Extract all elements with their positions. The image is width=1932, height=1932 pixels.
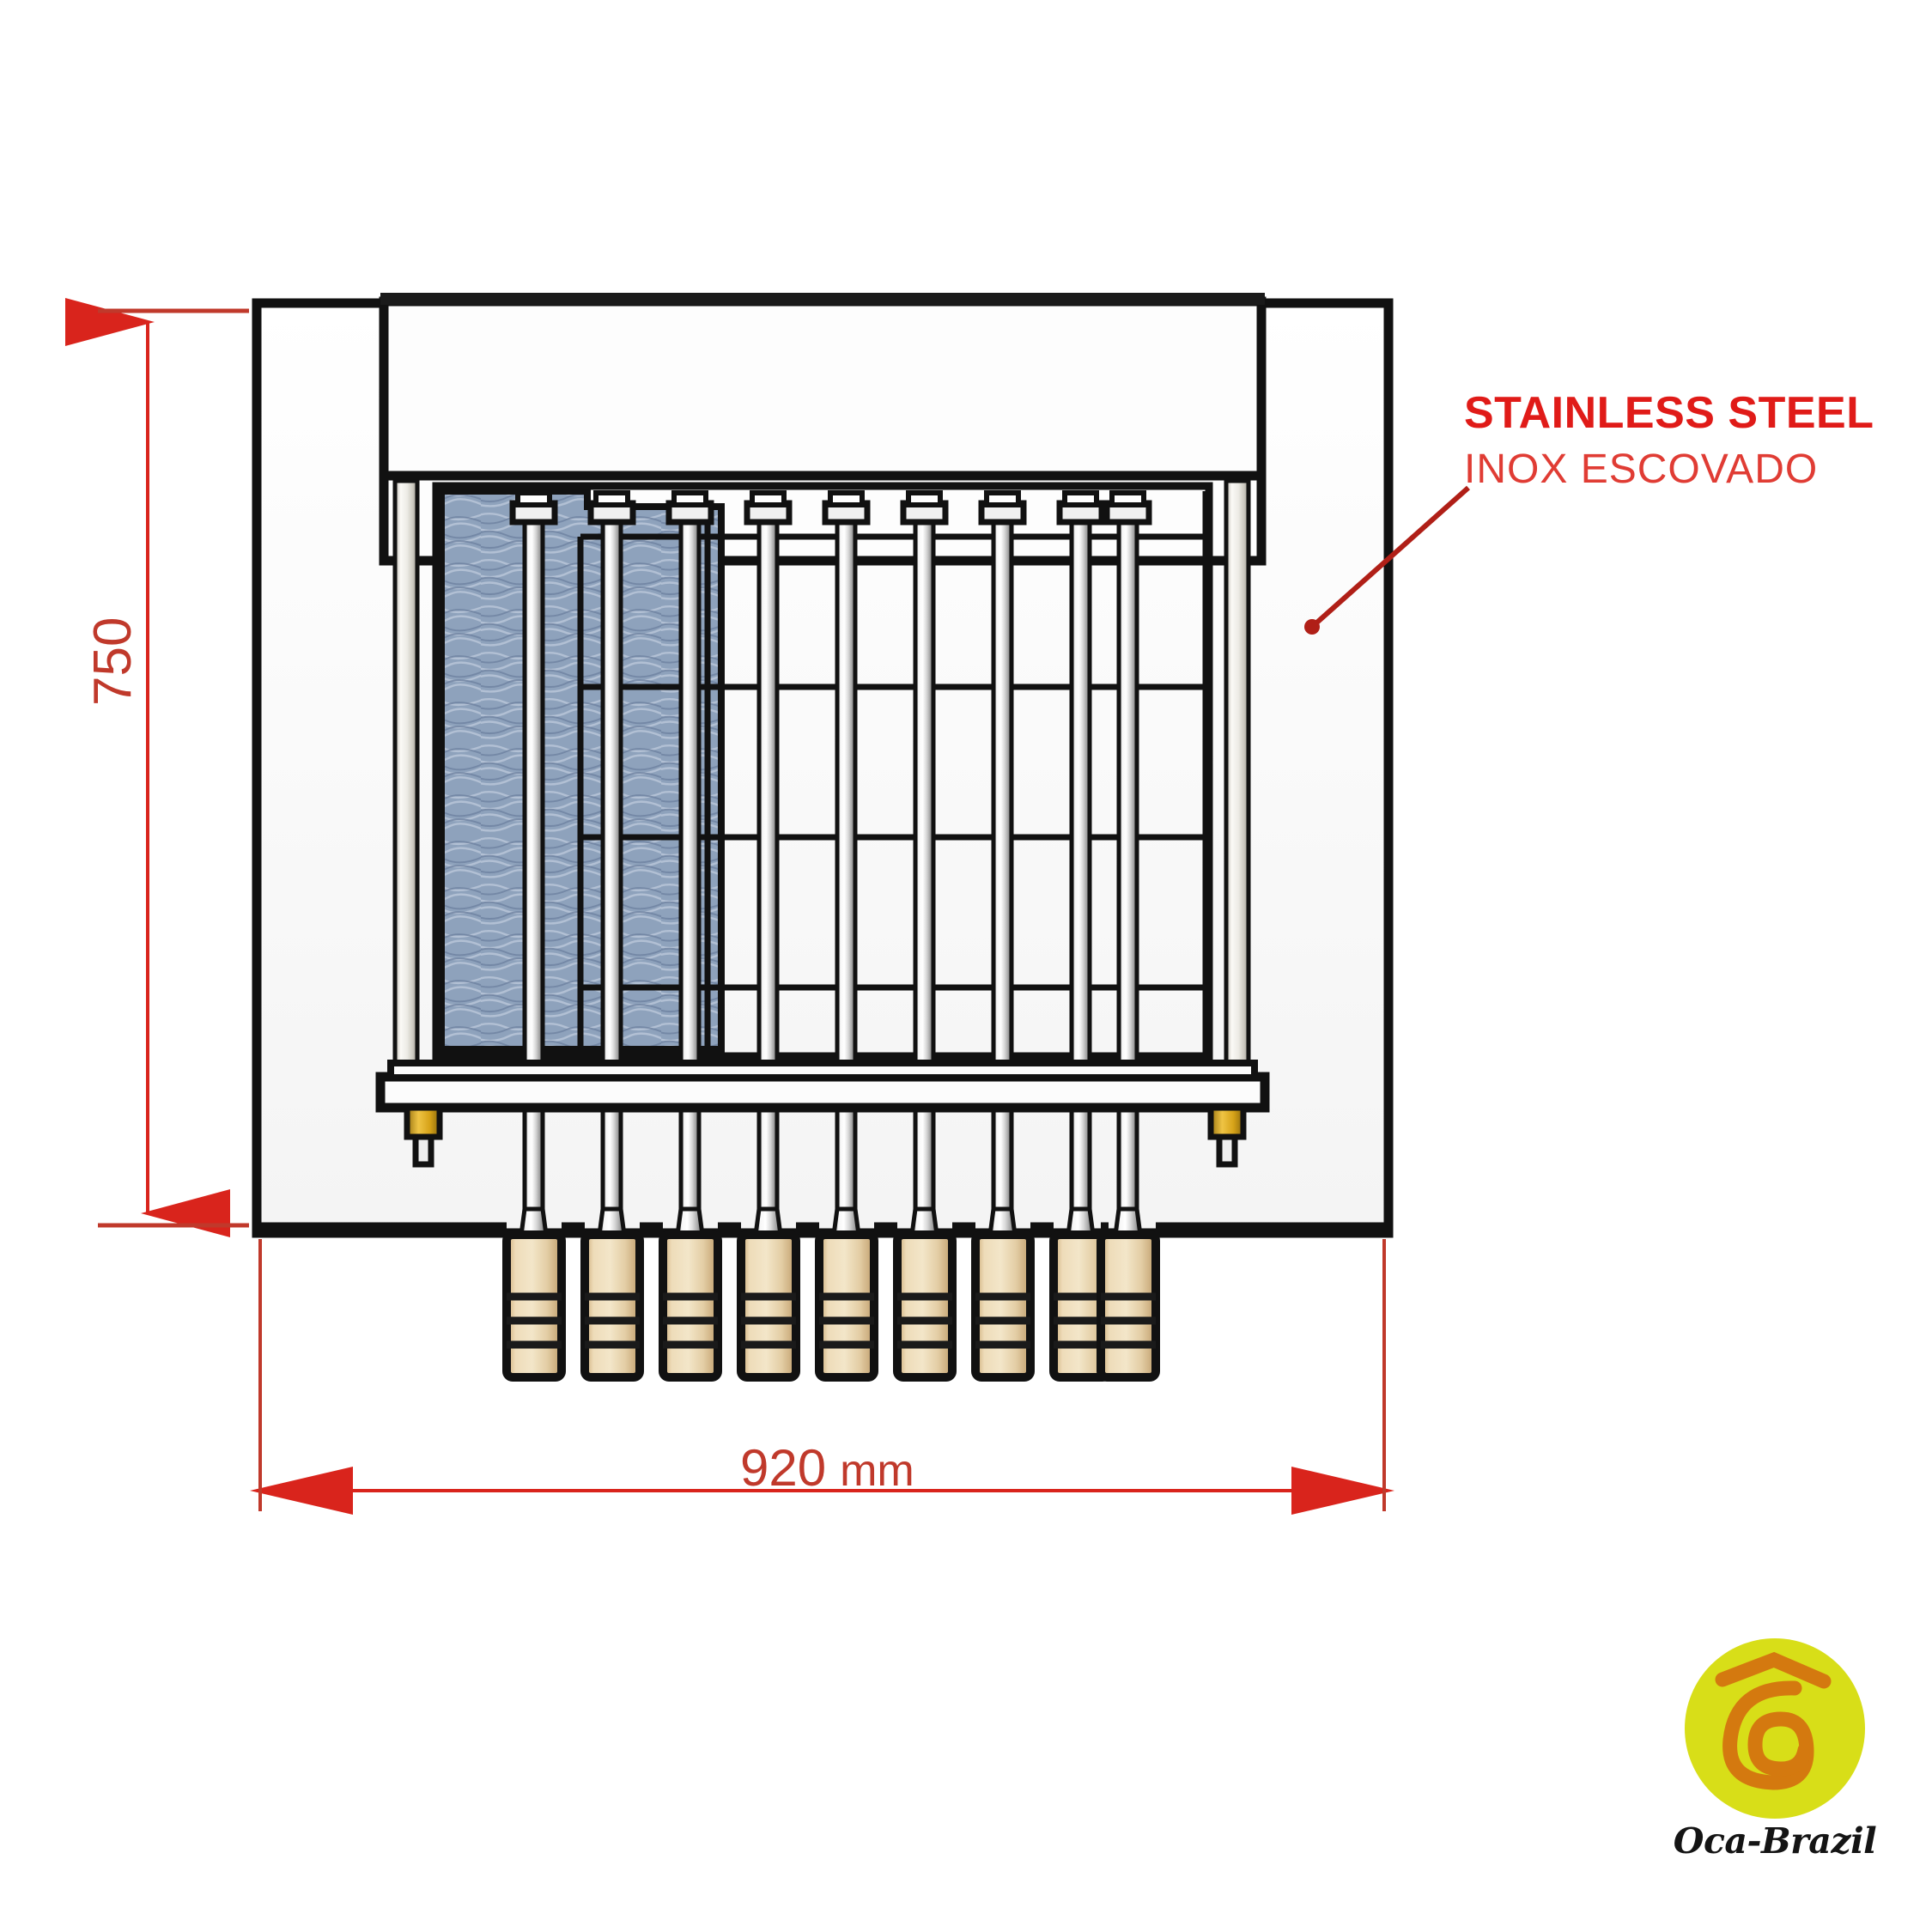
side-post-right bbox=[1224, 478, 1251, 1084]
logo-wordmark: Oca-Brazil bbox=[1673, 1820, 1877, 1862]
material-annotation: STAINLESS STEEL INOX ESCOVADO bbox=[1464, 391, 1919, 490]
material-annotation-subtitle: INOX ESCOVADO bbox=[1464, 447, 1819, 492]
side-post-left bbox=[392, 478, 420, 1084]
brand-logo: Oca-Brazil bbox=[1668, 1638, 1882, 1896]
dimension-width bbox=[250, 1239, 1394, 1515]
dimension-width-unit: mm bbox=[840, 1446, 914, 1496]
wooden-handle-group bbox=[502, 1206, 1160, 1382]
wooden-handle bbox=[580, 1206, 644, 1382]
wooden-handle bbox=[971, 1206, 1035, 1382]
dimension-width-value: 920 bbox=[740, 1439, 827, 1497]
skewer-rod bbox=[900, 490, 949, 1213]
skewer-rod-group bbox=[509, 490, 1152, 1213]
wooden-handle bbox=[893, 1206, 957, 1382]
wooden-handle bbox=[502, 1206, 566, 1382]
oca-symbol-icon bbox=[1715, 1651, 1832, 1790]
material-annotation-title: STAINLESS STEEL bbox=[1464, 388, 1874, 438]
dimension-height-label: 750 bbox=[83, 617, 143, 706]
brass-fitting-right bbox=[1207, 1104, 1247, 1168]
wooden-handle bbox=[1097, 1206, 1160, 1382]
skewer-rod bbox=[978, 490, 1027, 1213]
dimension-width-label: 920 mm bbox=[740, 1438, 914, 1498]
wooden-handle bbox=[659, 1206, 722, 1382]
grid-uprights bbox=[577, 491, 1209, 1054]
dimension-height bbox=[65, 298, 249, 1237]
brass-fitting-left bbox=[404, 1104, 443, 1168]
wooden-handle bbox=[815, 1206, 878, 1382]
annotation-leader-line bbox=[1304, 485, 1470, 635]
wooden-handle bbox=[737, 1206, 800, 1382]
lower-cross-rail bbox=[375, 1060, 1270, 1113]
skewer-rod bbox=[1056, 490, 1105, 1213]
